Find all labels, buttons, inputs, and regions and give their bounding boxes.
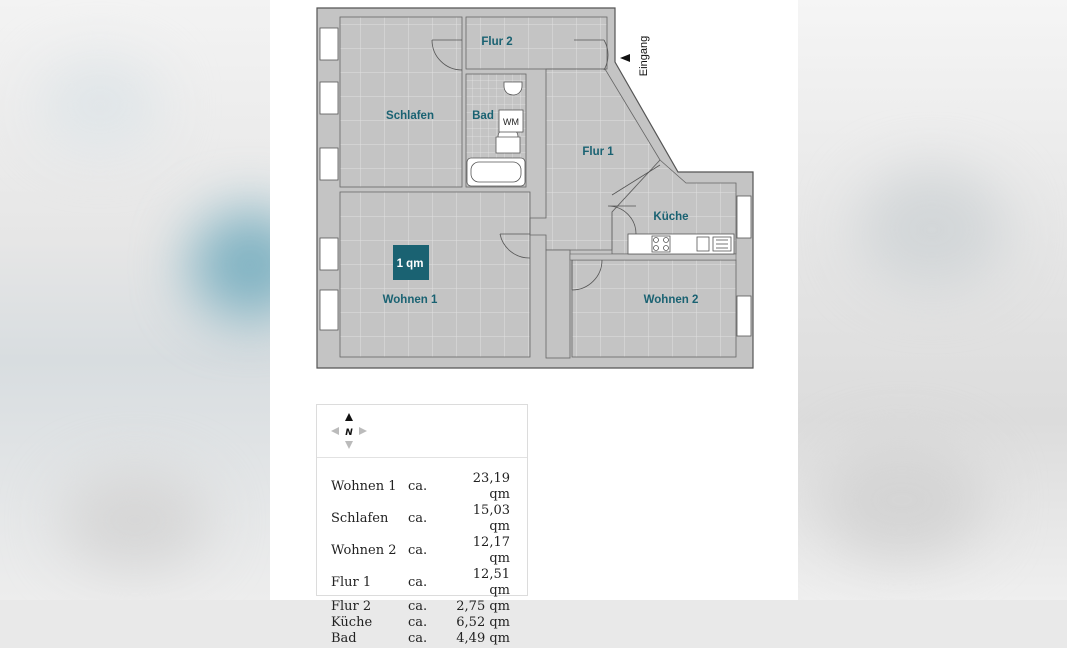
approx-label: ca. <box>408 479 428 494</box>
room-name: Flur 2 <box>331 599 372 615</box>
floor-wohnen1 <box>339 191 531 358</box>
area-legend: N Wohnen 1 ca. 23,19 qm Schlafen ca. 15,03 q… <box>316 404 528 646</box>
label-flur1: Flur 1 <box>582 146 614 158</box>
room-name: Schlafen <box>331 511 389 526</box>
area-value: 6,52 qm <box>456 615 510 631</box>
approx-label: ca. <box>408 631 428 647</box>
background-blur-blob <box>40 60 160 150</box>
table-row: Bad ca. 4,49 qm <box>331 631 510 647</box>
area-value: 4,49 qm <box>456 631 510 647</box>
door-swings <box>431 39 661 291</box>
scale-tile <box>393 245 429 280</box>
table-row: Wohnen 1 ca. 23,19 qm <box>331 471 510 503</box>
label-flur2: Flur 2 <box>481 36 512 48</box>
table-row: Flur 2 ca. 2,75 qm <box>331 599 510 615</box>
area-value: 12,51 qm <box>472 567 510 598</box>
room-name: Küche <box>331 615 373 631</box>
room-name: Wohnen 2 <box>331 543 397 558</box>
floor-plan: Flur 2 Schlafen Bad WM Flur 1 Küche 1 qm… <box>316 7 754 369</box>
floor-schlafen <box>339 16 463 188</box>
label-entrance: Eingang <box>638 36 650 76</box>
label-schlafen: Schlafen <box>386 110 434 122</box>
background-blur-blob <box>817 440 987 560</box>
floor-wohnen2 <box>571 259 737 358</box>
floor-flur2 <box>465 16 608 70</box>
approx-label: ca. <box>408 599 428 615</box>
table-row: Schlafen ca. 15,03 qm <box>331 503 510 535</box>
bathroom-fixtures <box>466 81 526 187</box>
background-blur-blob <box>60 470 210 570</box>
table-row: Flur 1 ca. 12,51 qm <box>331 567 510 599</box>
approx-label: ca. <box>408 615 428 631</box>
windows-left <box>319 27 339 331</box>
room-name: Wohnen 1 <box>331 479 397 494</box>
approx-label: ca. <box>408 511 428 526</box>
room-name: Flur 1 <box>331 575 372 590</box>
area-value: 2,75 qm <box>456 599 510 615</box>
toilet <box>495 127 521 154</box>
kitchen-counter <box>627 233 735 255</box>
legend-divider <box>317 457 527 458</box>
compass-north-label: N <box>345 428 353 438</box>
label-wohnen1: Wohnen 1 <box>383 294 438 306</box>
label-wohnen2: Wohnen 2 <box>644 294 699 306</box>
area-value: 15,03 qm <box>472 503 510 534</box>
inner-wall <box>569 253 737 261</box>
entrance-arrow-icon <box>620 54 630 62</box>
background-blur-blob <box>857 170 1007 290</box>
compass-rose-icon: N <box>331 413 367 449</box>
approx-label: ca. <box>408 575 428 590</box>
background-right <box>797 0 1067 600</box>
windows-right <box>736 195 752 337</box>
table-row: Küche ca. 6,52 qm <box>331 615 510 631</box>
area-value: 12,17 qm <box>472 535 510 566</box>
label-wm: WM <box>503 117 519 127</box>
washing-machine <box>498 109 524 133</box>
table-row: Wohnen 2 ca. 12,17 qm <box>331 535 510 567</box>
sink <box>503 81 523 96</box>
label-bad: Bad <box>472 110 494 122</box>
label-scale: 1 qm <box>397 258 424 270</box>
approx-label: ca. <box>408 543 428 558</box>
area-value: 23,19 qm <box>472 471 510 502</box>
room-name: Bad <box>331 631 357 647</box>
background-left <box>0 0 270 600</box>
bathtub <box>466 157 526 187</box>
label-kueche: Küche <box>653 211 688 223</box>
inner-wall <box>545 249 571 359</box>
